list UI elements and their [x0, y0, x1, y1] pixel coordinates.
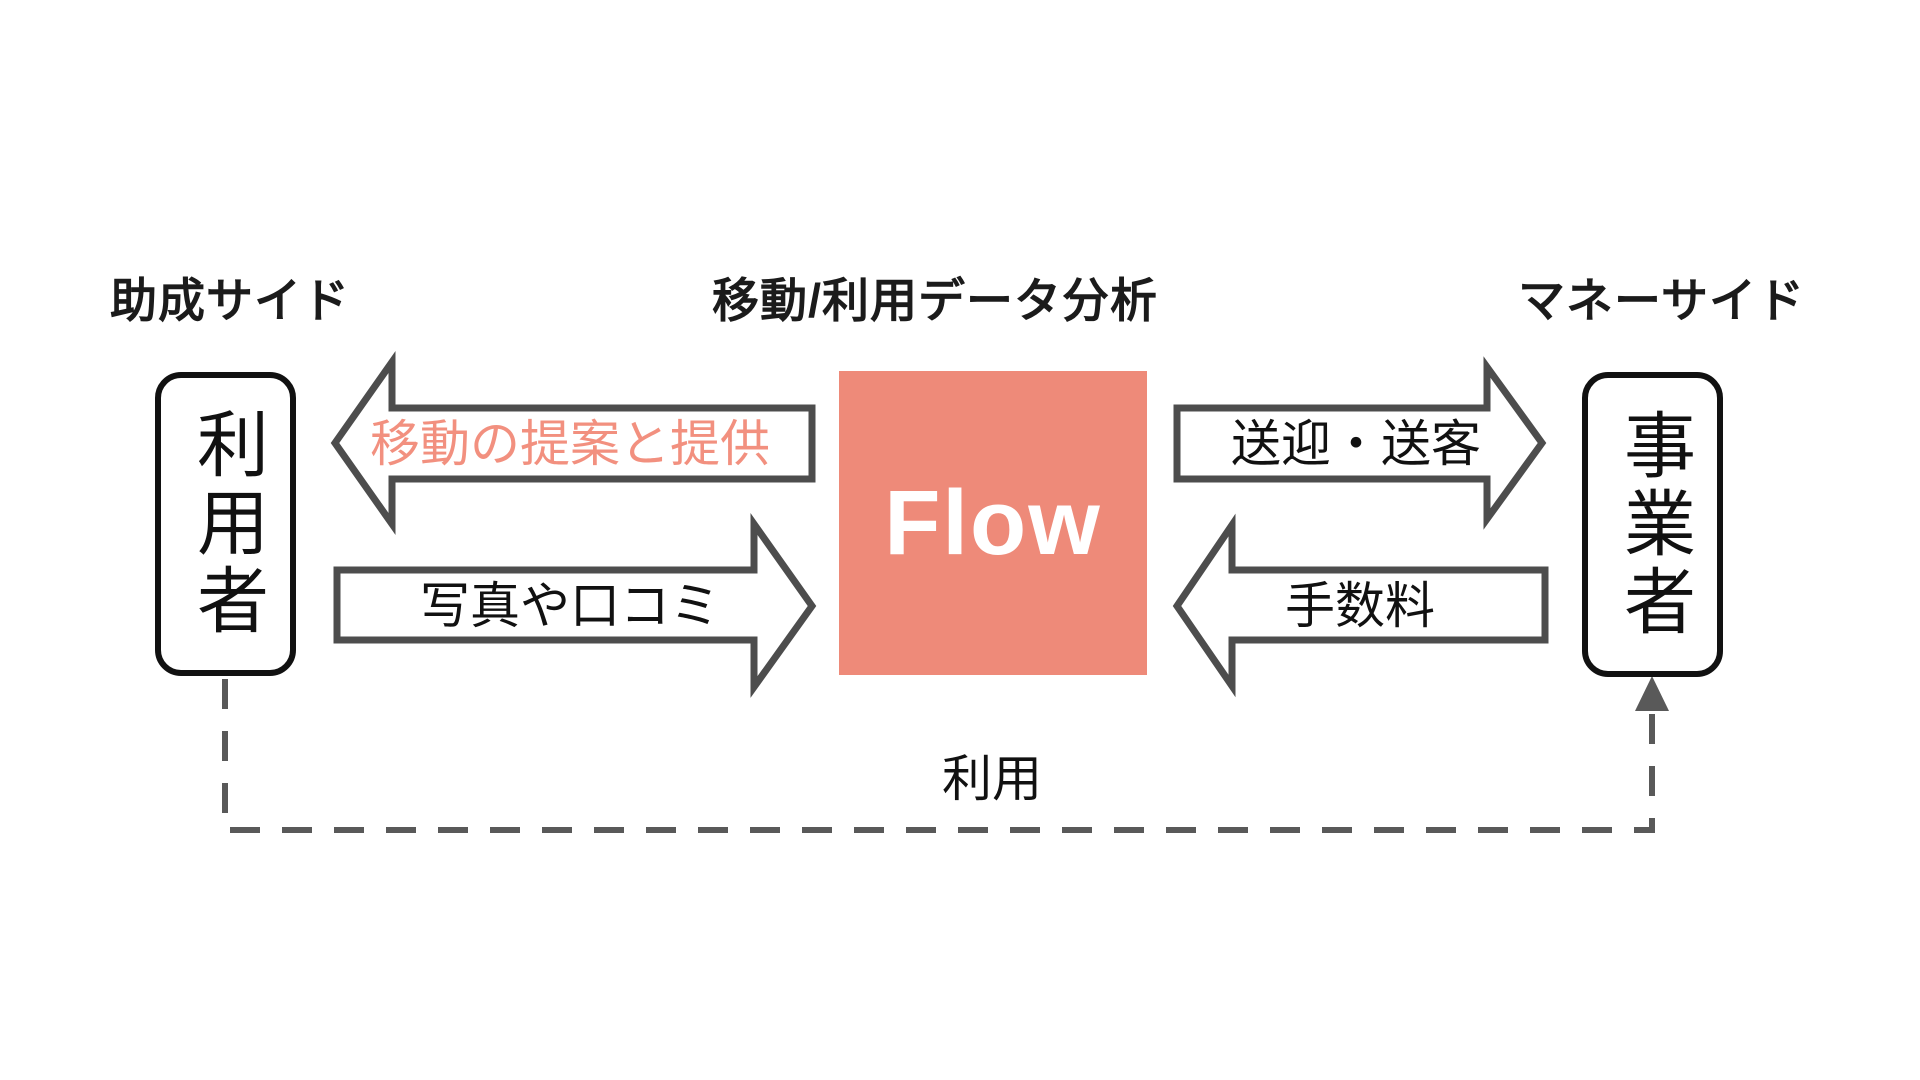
heading-money-side: マネーサイド — [1518, 274, 1806, 327]
arrow-proposal-shape — [330, 350, 816, 536]
usage-arrowhead-icon — [1635, 676, 1669, 711]
label-photos: 写真や口コミ — [420, 578, 720, 634]
business-node: 事業者 — [1582, 372, 1723, 677]
heading-subsidy-side: 助成サイド — [110, 274, 350, 327]
arrow-photos-shape — [333, 512, 817, 698]
heading-data-analysis: 移動/利用データ分析 — [712, 274, 1159, 327]
label-fee: 手数料 — [1285, 578, 1435, 634]
user-node: 利用者 — [155, 372, 296, 676]
flow-node: Flow — [839, 371, 1147, 675]
flow-node-label: Flow — [884, 471, 1102, 574]
label-sending: 送迎・送客 — [1231, 416, 1481, 472]
arrow-fee-shape — [1172, 513, 1549, 698]
arrow-sending-shape — [1173, 356, 1547, 530]
usage-dashed-connector — [222, 679, 1655, 833]
user-node-label: 利用者 — [185, 407, 266, 641]
label-proposal: 移動の提案と提供 — [370, 416, 770, 472]
label-usage: 利用 — [942, 751, 1042, 807]
business-node-label: 事業者 — [1612, 407, 1693, 642]
